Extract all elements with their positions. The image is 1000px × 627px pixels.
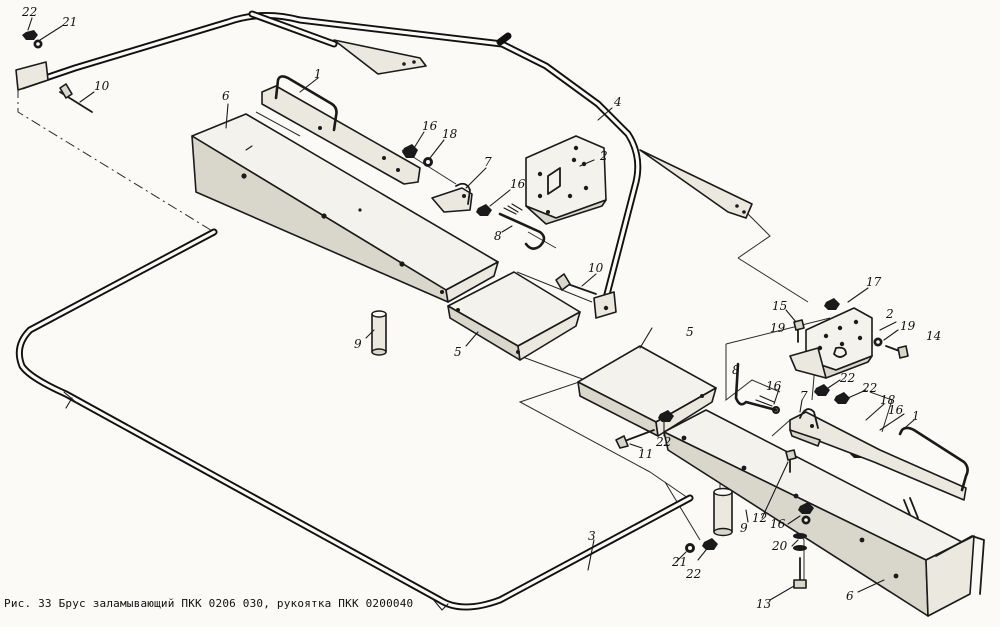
callout-3: 3: [588, 529, 596, 543]
callout-9: 9: [354, 337, 362, 351]
callout-7: 7: [800, 389, 808, 403]
callout-20: 20: [772, 539, 788, 553]
callout-16: 16: [766, 379, 782, 393]
u-bolt-8-upper: [498, 203, 546, 250]
callout-5: 5: [686, 325, 694, 339]
base-frame-3: [15, 228, 694, 611]
callout-9: 9: [740, 521, 748, 535]
hardware-lower: [615, 410, 814, 589]
assembly-line: [737, 213, 771, 259]
mounting-plate-2-upper: [525, 135, 607, 225]
tube-strap-upper: [333, 39, 427, 75]
callout-15: 15: [772, 299, 788, 313]
cover-plate-5-lower: [577, 345, 717, 437]
assembly-line: [649, 471, 689, 499]
callout-18: 18: [442, 127, 458, 141]
callout-22: 22: [686, 567, 702, 581]
callout-5: 5: [454, 345, 462, 359]
callout-13: 13: [756, 597, 772, 611]
hardware-upper: [22, 30, 597, 295]
assembly-line: [516, 271, 593, 303]
callout-7: 7: [484, 155, 492, 169]
callout-10: 10: [588, 261, 604, 275]
breaking-rail-6-upper: [191, 113, 499, 303]
callout-16: 16: [422, 119, 438, 133]
callout-16: 16: [770, 517, 786, 531]
callout-21: 21: [62, 15, 78, 29]
callout-22: 22: [656, 435, 672, 449]
assembly-line: [725, 344, 781, 402]
callout-4: 4: [614, 95, 622, 109]
assembly-line: [527, 231, 557, 249]
assembly-line: [771, 419, 791, 437]
assembly-line: [17, 88, 215, 233]
callout-17: 17: [866, 275, 882, 289]
callout-6: 6: [846, 589, 854, 603]
callout-11: 11: [638, 447, 654, 461]
handle-frame-tube-4: [15, 10, 753, 319]
sleeve-9-upper: [371, 310, 387, 356]
mounting-plate-2-right: [789, 298, 873, 379]
handle-bracket-1-upper: [251, 75, 421, 185]
tube-lower-lug: [593, 291, 617, 319]
callout-19: 19: [900, 319, 916, 333]
assembly-line: [664, 481, 701, 541]
leader-lines: [27, 17, 915, 601]
callout-10: 10: [94, 79, 110, 93]
assembly-line: [255, 111, 301, 137]
callout-2: 2: [886, 307, 894, 321]
callout-8: 8: [494, 229, 502, 243]
callout-8: 8: [732, 363, 740, 377]
callout-1: 1: [314, 67, 322, 81]
tube-end-bracket: [15, 61, 49, 91]
callout-22: 22: [840, 371, 856, 385]
assembly-line: [869, 391, 893, 433]
callout-1: 1: [912, 409, 920, 423]
breaking-rail-6-lower: [663, 409, 985, 617]
callout-2: 2: [600, 149, 608, 163]
callout-14: 14: [926, 329, 942, 343]
cover-plate-5-upper: [447, 271, 581, 361]
assembly-line: [737, 257, 809, 303]
figure-caption: Рис. 33 Брус заламывающий ПКК 0206 030, …: [4, 597, 414, 610]
sleeve-9-lower: [713, 487, 733, 537]
callout-18: 18: [880, 393, 896, 407]
callout-12: 12: [752, 511, 768, 525]
callout-6: 6: [222, 89, 230, 103]
angle-bracket-7-upper: [431, 182, 473, 213]
callout-16: 16: [888, 403, 904, 417]
callout-22: 22: [22, 5, 38, 19]
tube-strap-right: [639, 149, 753, 219]
callout-21: 21: [672, 555, 688, 569]
u-bolt-8-right: [734, 362, 778, 412]
callout-16: 16: [510, 177, 526, 191]
assembly-line: [725, 317, 831, 345]
callout-22: 22: [862, 381, 878, 395]
bolt-11: [621, 429, 655, 443]
nut-22: [22, 30, 38, 40]
assembly-line: [518, 355, 651, 473]
callout-19: 19: [770, 321, 786, 335]
